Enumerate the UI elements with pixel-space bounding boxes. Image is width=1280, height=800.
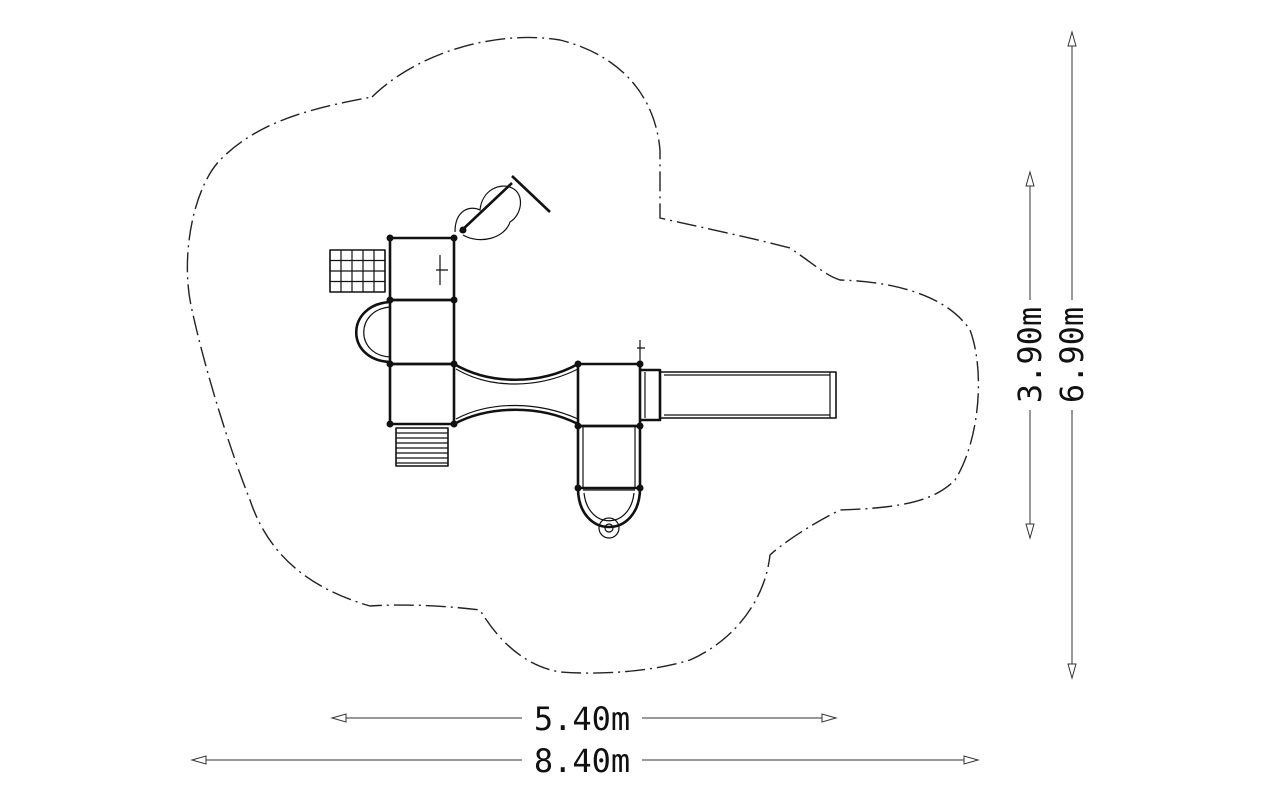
equipment-width-label: 5.40m [534,700,630,738]
tower-deck-middle [388,298,456,366]
tower-2-deck [576,362,642,428]
access-steps [395,427,449,467]
dimension-safety-depth: 6.90m [1053,30,1091,680]
tower-deck-lower [388,362,456,426]
dimension-safety-width: 8.40m [190,742,980,780]
rotating-spinner [454,175,551,241]
climbing-net [329,249,386,293]
tunnel-entrance [576,487,642,529]
tower-deck-upper [388,236,456,302]
play-structure [329,175,837,539]
equipment-depth-label: 3.90m [1011,307,1049,403]
dimension-equipment-depth: 3.90m [1011,170,1049,540]
support-posts [386,234,644,492]
curved-bridge [453,362,579,426]
porthole-panel [355,300,391,364]
tower-2-lower [576,424,642,490]
safety-depth-label: 6.90m [1053,307,1091,403]
safety-width-label: 8.40m [534,742,630,780]
dimension-equipment-width: 5.40m [330,700,838,738]
slide [640,368,837,422]
bell-knob [598,517,620,539]
safety-zone-outline [186,36,980,674]
